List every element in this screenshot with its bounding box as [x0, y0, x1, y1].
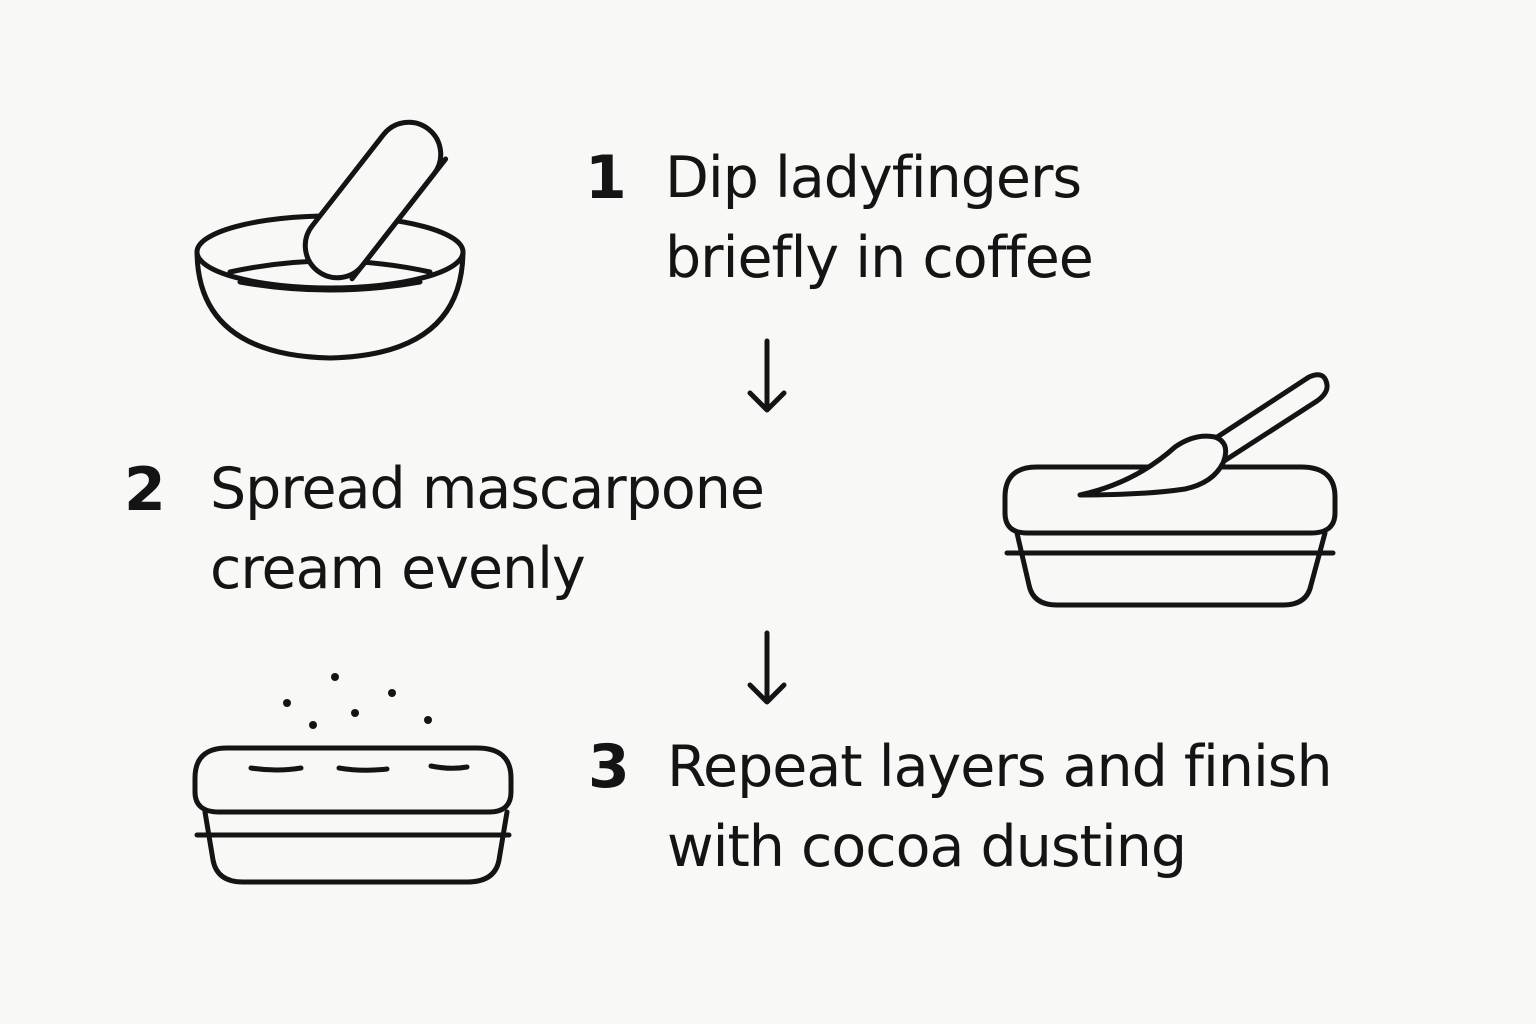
step-2-line-2: cream evenly: [210, 536, 586, 602]
down-arrow-icon: [747, 338, 787, 413]
step-text-2: Spread mascarpone cream evenly: [210, 449, 765, 609]
step-1-line-1: Dip ladyfingers: [665, 145, 1082, 211]
bowl-ladyfinger-icon: [194, 119, 466, 361]
step-1-line-2: briefly in coffee: [665, 225, 1094, 291]
dish-spatula-icon: [1002, 372, 1338, 608]
step-3-line-1: Repeat layers and finish: [667, 734, 1333, 800]
step-number-1: 1: [585, 143, 627, 213]
step-text-3: Repeat layers and finish with cocoa dust…: [667, 727, 1333, 887]
step-text-1: Dip ladyfingers briefly in coffee: [665, 138, 1094, 298]
step-number-2: 2: [124, 455, 166, 525]
dish-cocoa-icon: [192, 673, 514, 885]
step-3-line-2: with cocoa dusting: [667, 814, 1187, 880]
step-number-3: 3: [588, 732, 630, 802]
step-2-line-1: Spread mascarpone: [210, 456, 765, 522]
down-arrow-icon: [747, 630, 787, 705]
